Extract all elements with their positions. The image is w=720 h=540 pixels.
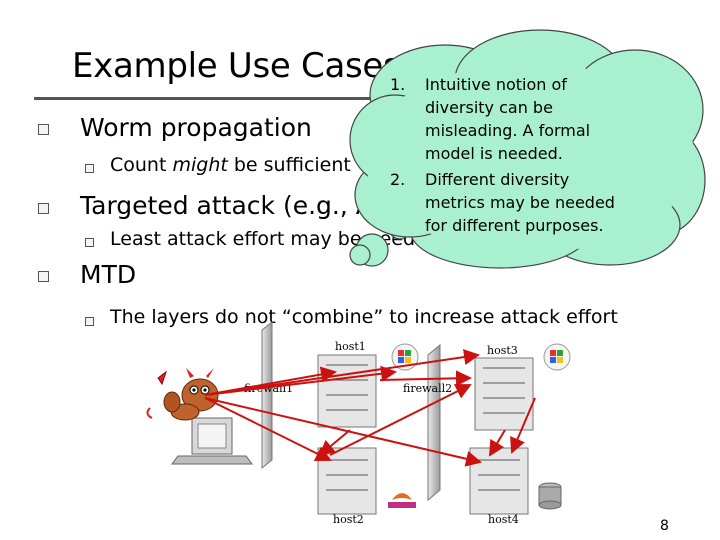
bullet-mtd: MTD: [80, 260, 137, 289]
callout-item-1-line-3: misleading. A formal: [425, 121, 591, 140]
apache-logo-icon: [388, 493, 416, 508]
host-1-label: host1: [335, 340, 366, 353]
windows-logo-icon: [391, 343, 419, 371]
callout-item-1-line-1: Intuitive notion of: [425, 75, 567, 94]
sub-bullet-layers: The layers do not “combine” to increase …: [110, 306, 618, 328]
attack-arrows: [204, 349, 536, 467]
sub-bullet-marker: [85, 238, 94, 247]
callout-item-1-line-4: model is needed.: [425, 144, 563, 163]
bullet-marker: [38, 271, 49, 282]
firewall-1-icon: [261, 320, 273, 470]
bullet-marker: [38, 203, 49, 214]
page-number: 8: [660, 518, 669, 534]
callout-item-1-number: 1.: [390, 75, 406, 94]
callout-item-2-line-2: metrics may be needed: [425, 193, 615, 212]
callout-item-2-number: 2.: [390, 170, 406, 189]
host-1-server-icon: [317, 354, 377, 428]
windows-logo-icon: [543, 343, 571, 371]
host-3-server-icon: [474, 357, 534, 431]
host-4-label: host4: [488, 513, 519, 526]
attacker-computer-icon: [171, 417, 253, 465]
callout-item-1-line-2: diversity can be: [425, 98, 553, 117]
database-icon: [538, 482, 562, 510]
firewall-2-label: firewall2: [403, 382, 452, 395]
worm-devil-icon: [146, 368, 219, 421]
sub-bullet-marker: [85, 317, 94, 326]
sub-bullet-marker: [85, 164, 94, 173]
host-4-server-icon: [469, 447, 529, 515]
host-3-label: host3: [487, 344, 518, 357]
bullet-marker: [38, 124, 49, 135]
title-underline: [34, 97, 434, 100]
firewall-2-icon: [427, 343, 441, 502]
slide-title: Example Use Cases: [72, 46, 401, 86]
host-2-label: host2: [333, 513, 364, 526]
bullet-worm-propagation: Worm propagation: [80, 113, 312, 142]
sub-bullet-count: Count might be sufficient: [110, 154, 351, 176]
callout-item-2-line-3: for different purposes.: [425, 216, 604, 235]
callout-item-2-line-1: Different diversity: [425, 170, 570, 189]
